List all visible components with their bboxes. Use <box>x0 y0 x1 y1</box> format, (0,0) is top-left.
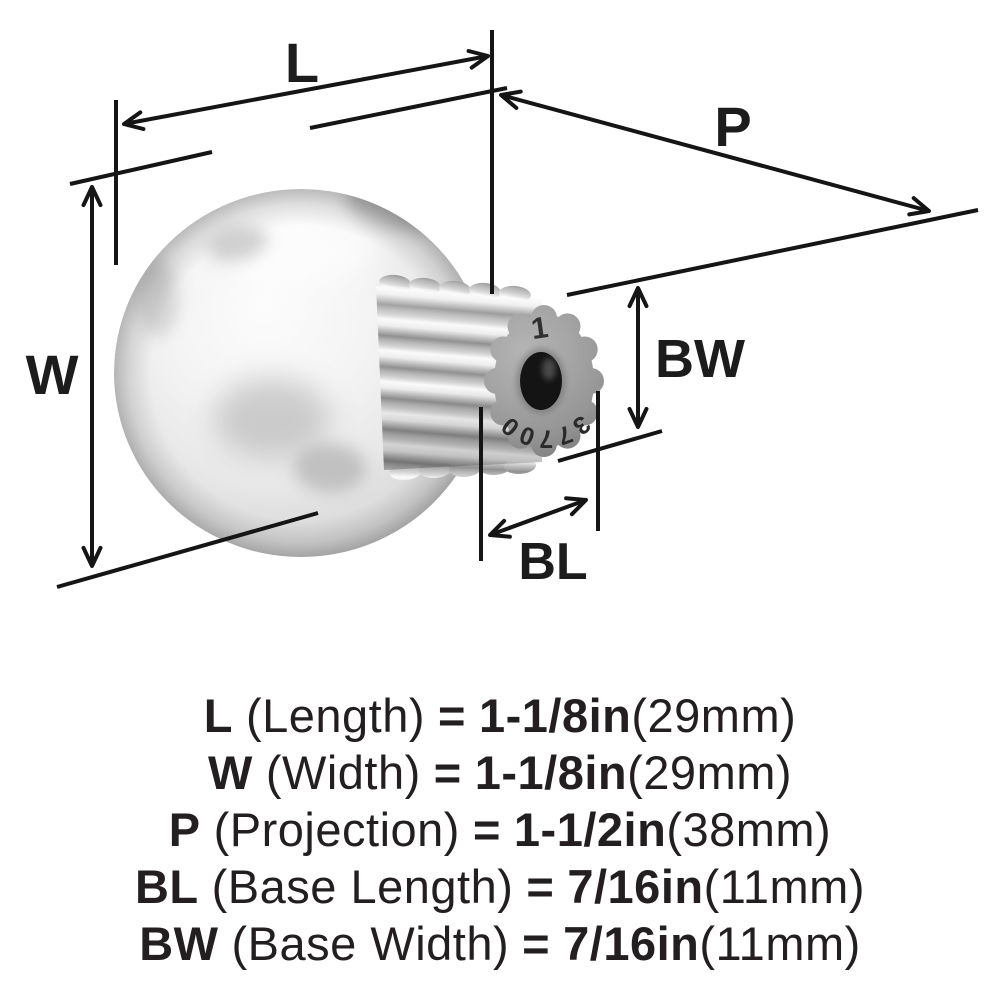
spec-equals: = <box>522 917 551 970</box>
spec-abbr: BL <box>134 860 199 913</box>
bl-arrowhead-left <box>488 518 512 539</box>
spec-metric: (11mm) <box>699 917 861 970</box>
spec-line-base-width: BW(Base Width)=7/16in(11mm) <box>0 915 1000 972</box>
spec-value: 1-1/2in <box>513 803 667 856</box>
p-arrowhead-right <box>907 196 931 217</box>
spec-line-base-length: BL(Base Length)=7/16in(11mm) <box>0 858 1000 915</box>
bl-dimension-line <box>489 498 587 537</box>
spec-value: 7/16in <box>567 860 704 913</box>
l-perspective-line <box>309 86 508 130</box>
spec-value: 1-1/8in <box>478 689 632 742</box>
spec-name: (Base Length) <box>211 860 514 913</box>
p-arrowhead-left <box>499 89 523 110</box>
spec-equals: = <box>472 803 501 856</box>
label-base-length: BL <box>518 533 587 591</box>
p-perspective-line <box>566 208 979 297</box>
w-arrowhead-bottom <box>81 545 103 568</box>
face-lobe <box>571 399 598 426</box>
spec-equals: = <box>438 689 466 742</box>
bw-arrowhead-bottom <box>627 406 649 429</box>
spec-metric: (29mm) <box>627 746 793 799</box>
w-extension-bottom <box>56 511 319 589</box>
face-lobe <box>571 336 598 363</box>
face-lobe <box>490 399 517 426</box>
spec-abbr: W <box>207 746 253 799</box>
spec-abbr: P <box>168 803 201 856</box>
knob-dimension-drawing: 1 37700 <box>26 30 979 591</box>
label-length: L <box>285 31 319 94</box>
spec-metric: (38mm) <box>666 803 832 856</box>
face-lobe <box>531 305 557 331</box>
face-lobe <box>490 336 517 363</box>
face-lobe <box>507 313 534 340</box>
spec-metric: (11mm) <box>703 860 865 913</box>
spec-value: 1-1/8in <box>474 746 628 799</box>
face-lobe <box>531 431 557 457</box>
face-marking-top: 1 <box>529 311 550 346</box>
spec-value: 7/16in <box>563 917 700 970</box>
face-lobe <box>578 368 604 394</box>
spec-line-width: W(Width)=1-1/8in(29mm) <box>0 744 1000 801</box>
w-extension-top <box>69 150 213 186</box>
mounting-hole <box>520 352 562 410</box>
face-lobe <box>554 422 581 449</box>
spec-equals: = <box>433 746 462 799</box>
dimension-lines <box>56 30 979 589</box>
l-arrowhead-right <box>466 49 490 70</box>
spec-line-projection: P(Projection)=1-1/2in(38mm) <box>0 801 1000 858</box>
spec-name: (Base Width) <box>231 917 510 970</box>
spec-equals: = <box>526 860 555 913</box>
spec-line-length: L(Length)=1-1/8in(29mm) <box>0 687 1000 744</box>
knob-base-face: 1 37700 <box>484 305 604 457</box>
l-arrowhead-left <box>122 110 146 131</box>
spec-name: (Length) <box>245 689 426 742</box>
p-dimension-line <box>500 93 930 213</box>
bw-extension-bottom <box>557 429 663 463</box>
dimension-specs: L(Length)=1-1/8in(29mm) W(Width)=1-1/8in… <box>0 687 1000 972</box>
spec-abbr: BW <box>139 917 219 970</box>
spec-name: (Width) <box>265 746 421 799</box>
w-arrowhead-top <box>81 185 103 208</box>
face-lobe <box>507 422 534 449</box>
bl-arrowhead-right <box>564 496 588 517</box>
bw-arrowhead-top <box>627 286 649 309</box>
label-width: W <box>26 343 79 406</box>
face-lobe <box>554 313 581 340</box>
hole-inner-highlight <box>542 358 556 380</box>
spec-abbr: L <box>203 689 233 742</box>
face-lobe <box>484 368 510 394</box>
spec-metric: (29mm) <box>631 689 797 742</box>
l-dimension-line <box>123 54 489 126</box>
spec-name: (Projection) <box>213 803 460 856</box>
label-projection: P <box>714 95 751 158</box>
label-base-width: BW <box>655 329 745 389</box>
